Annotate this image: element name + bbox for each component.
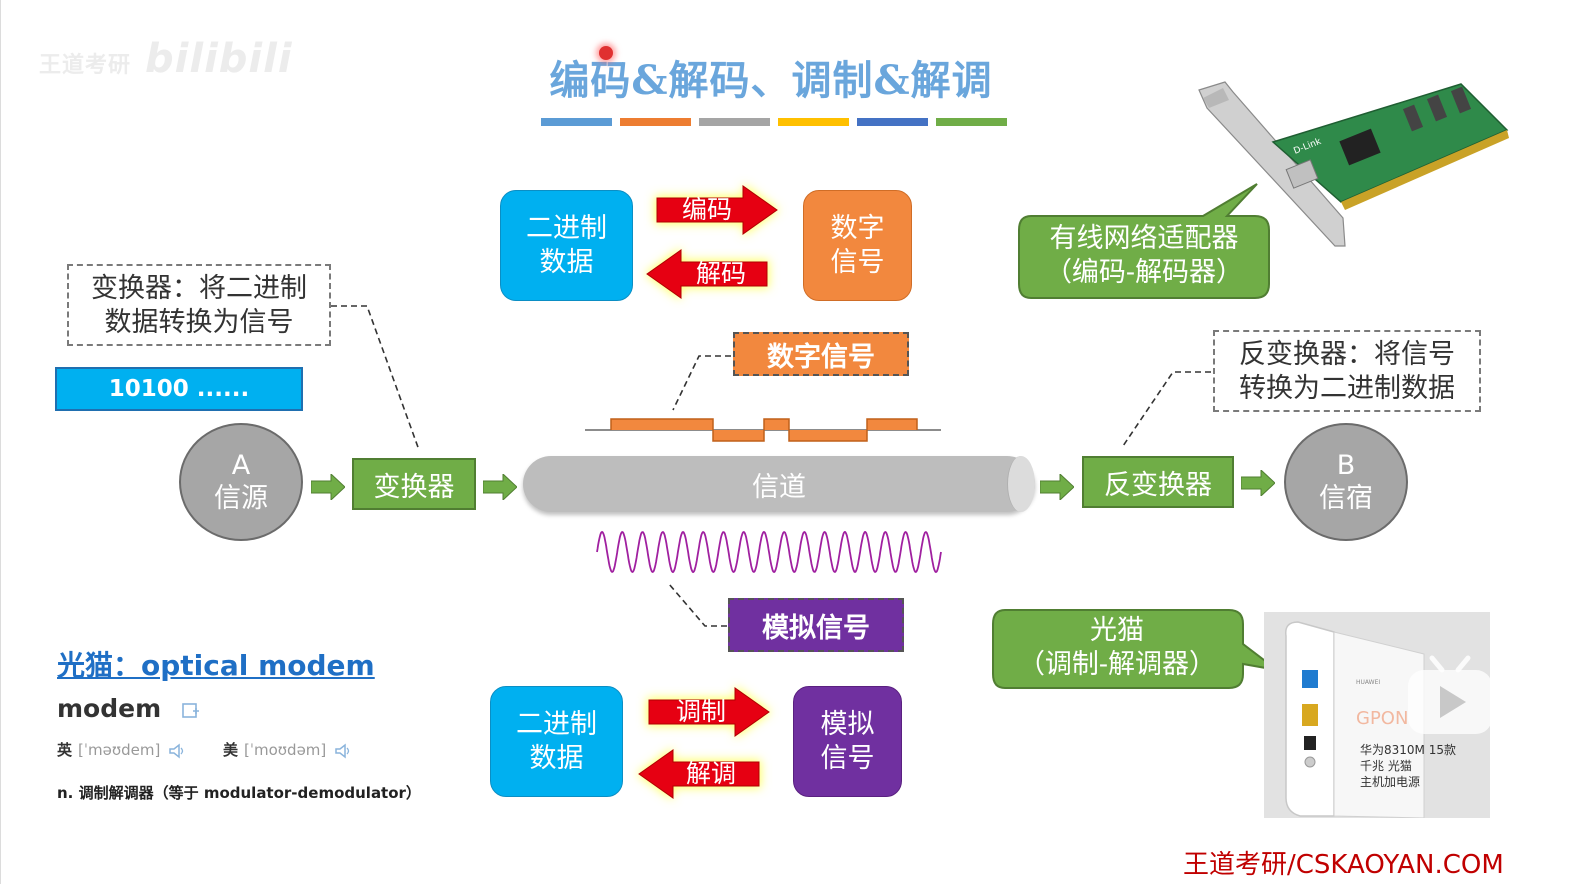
- converter-box: 变换器: [352, 458, 476, 510]
- us-ipa: [ˈmoʊdəm]: [244, 741, 327, 759]
- channel-label: 信道: [752, 471, 806, 503]
- modem-caption-1: 华为8310M 15款: [1360, 743, 1456, 757]
- converter-note: 变换器：将二进制 数据转换为信号: [67, 264, 331, 346]
- analog-leader-line: [668, 583, 727, 627]
- channel-pipe-end: [1007, 456, 1035, 512]
- demodulate-arrow-shape: [637, 748, 761, 800]
- analog-signal-tag: 模拟信号: [728, 598, 904, 652]
- optical-modem-image: GPON HUAWEI 华为8310M 15款 千兆 光猫 主机加电源: [1264, 612, 1490, 818]
- modem-callout-shape: [992, 609, 1278, 689]
- binary-data-box-top: 二进制 数据: [500, 190, 633, 301]
- title-color-segment-5: [857, 118, 928, 126]
- uk-ipa: [ˈməʊdem]: [78, 741, 161, 759]
- converter-leader-line: [331, 305, 420, 451]
- bit-sequence: 10100 ...... 110100: [55, 367, 303, 442]
- optical-modem-heading[interactable]: 光猫：optical modem: [57, 649, 375, 682]
- modulate-label: 调制: [675, 697, 726, 726]
- encode-arrow: 编码: [647, 182, 783, 238]
- title-color-bar: [541, 118, 1007, 126]
- nic-callout: 有线网络适配器 （编码-解码器）: [1017, 182, 1271, 300]
- footer-brand: 王道考研/CSKAOYAN.COM: [1183, 850, 1504, 880]
- uk-label: 英: [57, 741, 73, 759]
- modem-model-text: GPON: [1356, 708, 1408, 729]
- digital-signal-tag: 数字信号: [733, 332, 909, 376]
- title-color-segment-4: [778, 118, 849, 126]
- encode-arrow-shape: [655, 184, 779, 236]
- digital-waveform: [610, 418, 918, 442]
- uk-pronunciation: 英 [ˈməʊdem]: [57, 739, 186, 760]
- flow-arrow-icon: [483, 474, 517, 500]
- digital-signal-box: 数字 信号: [803, 190, 912, 301]
- nic-bracket: [1198, 81, 1346, 247]
- modem-callout-text: 光猫 （调制-解调器）: [1017, 615, 1217, 680]
- modem-lan-port: [1302, 704, 1318, 726]
- analog-signal-box: 模拟 信号: [793, 686, 902, 797]
- demodulate-label: 解调: [685, 759, 736, 788]
- flow-arrow-icon: [1040, 474, 1074, 500]
- title-color-segment-6: [936, 118, 1007, 126]
- watermark-text: 王道考研: [39, 53, 132, 78]
- modem-power-port: [1304, 736, 1316, 750]
- title-color-segment-2: [620, 118, 691, 126]
- modulate-arrow-shape: [647, 686, 771, 738]
- add-to-wordbook-icon[interactable]: [181, 700, 201, 720]
- analog-waveform: [596, 530, 942, 574]
- nic-component: [1450, 86, 1472, 114]
- nic-bracket-tab: [1203, 88, 1229, 108]
- flow-arrow-icon: [1241, 470, 1275, 496]
- destination-node-b: B 信宿: [1284, 423, 1408, 541]
- modem-caption-2: 千兆 光猫: [1360, 759, 1412, 773]
- modem-device-drawing: GPON HUAWEI 华为8310M 15款 千兆 光猫 主机加电源: [1264, 612, 1490, 818]
- nic-callout-text: 有线网络适配器 （编码-解码器）: [1044, 223, 1244, 288]
- modem-fiber-port: [1302, 670, 1318, 688]
- binary-data-box-bottom: 二进制 数据: [490, 686, 623, 797]
- nic-gold-fingers: [1341, 130, 1509, 210]
- watermark-logo: bilibili: [145, 36, 293, 82]
- node-a-label: 信源: [214, 483, 268, 514]
- title-color-segment-1: [541, 118, 612, 126]
- watermark: 王道考研 bilibili: [39, 36, 293, 82]
- modem-button: [1304, 756, 1316, 768]
- us-label: 美: [223, 741, 239, 759]
- nic-callout-shape: [1018, 183, 1270, 299]
- modem-callout: 光猫 （调制-解调器）: [991, 608, 1279, 690]
- node-b-label: 信宿: [1319, 483, 1373, 514]
- page-title: 编码&解码、调制&解调: [549, 57, 993, 104]
- node-b-letter: B: [1336, 450, 1356, 481]
- laser-pointer-dot: [599, 46, 613, 60]
- demodulate-arrow: 解调: [633, 746, 769, 802]
- channel-pipe: 信道: [523, 456, 1035, 512]
- modem-brand-text: HUAWEI: [1356, 679, 1380, 686]
- network-card-image: D-Link: [1198, 81, 1509, 247]
- decode-label: 解码: [695, 259, 746, 288]
- inverse-converter-box: 反变换器: [1082, 456, 1234, 508]
- dictionary-word: modem: [57, 694, 162, 723]
- source-node-a: A 信源: [179, 423, 303, 541]
- nic-chip: [1339, 128, 1381, 166]
- modulate-arrow: 调制: [639, 684, 775, 740]
- encode-label: 编码: [681, 195, 732, 224]
- modem-caption-3: 主机加电源: [1360, 775, 1420, 789]
- inverse-converter-note: 反变换器：将信号 转换为二进制数据: [1213, 330, 1481, 412]
- nic-ethernet-port: [1285, 159, 1319, 189]
- video-play-icon[interactable]: [1402, 652, 1490, 738]
- node-a-letter: A: [231, 450, 251, 481]
- title-color-segment-3: [699, 118, 770, 126]
- dictionary-definition: n. 调制解调器（等于 modulator-demodulator）: [57, 784, 421, 802]
- digital-leader-line: [672, 355, 731, 411]
- decode-arrow-shape: [645, 248, 769, 300]
- uk-speaker-icon[interactable]: [168, 742, 186, 760]
- us-pronunciation: 美 [ˈmoʊdəm]: [223, 739, 352, 760]
- flow-arrow-icon: [311, 474, 345, 500]
- decode-arrow: 解码: [641, 246, 777, 302]
- nic-component: [1402, 104, 1424, 132]
- us-speaker-icon[interactable]: [334, 742, 352, 760]
- inverse-leader-line: [1122, 371, 1211, 447]
- nic-component: [1426, 94, 1448, 122]
